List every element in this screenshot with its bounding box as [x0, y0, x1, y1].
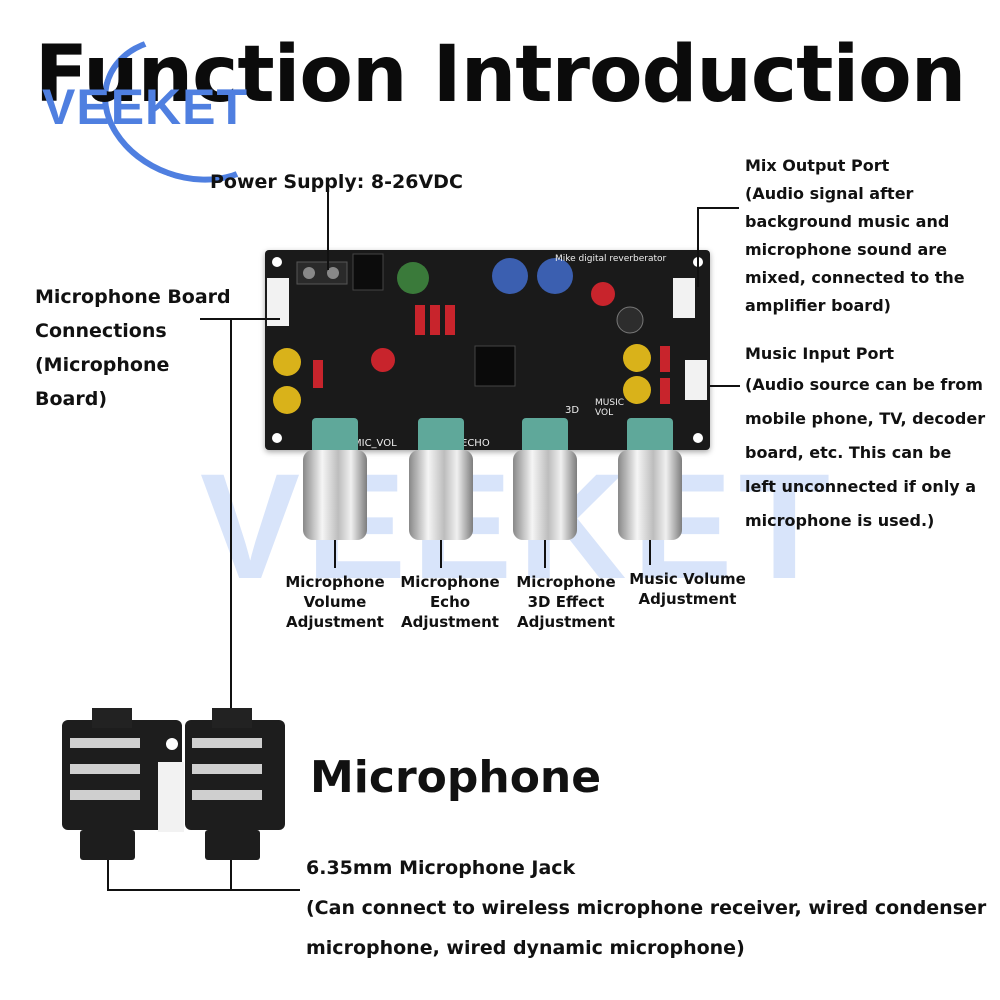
board-3d-text: 3D: [565, 405, 580, 416]
mic-board-line-1: Microphone Board: [35, 286, 231, 308]
jack-line-left: [107, 860, 109, 890]
knob-line-4: [649, 540, 651, 565]
mix-output-line-5: mixed, connected to the: [745, 268, 965, 287]
knob-label-mic-echo: Microphone Echo Adjustment: [390, 572, 510, 632]
knob-line-2: [440, 540, 442, 568]
music-input-line-1: Music Input Port: [745, 344, 895, 363]
knob-line-1: [334, 540, 336, 568]
mix-output-line-h: [697, 207, 739, 209]
brand-logo: VEEKET: [42, 79, 249, 135]
power-connector-line: [327, 192, 329, 270]
mic-jack-left-socket: [80, 830, 135, 860]
knob-label-4-line-1: Music Volume: [629, 570, 746, 588]
music-input-line-5: left unconnected if only a: [745, 477, 977, 496]
knob-label-2-line-3: Adjustment: [401, 613, 499, 631]
knob-cap-mic-3d: [522, 418, 568, 454]
knob-label-1-line-1: Microphone: [285, 573, 385, 591]
knob-label-1-line-3: Adjustment: [286, 613, 384, 631]
music-input-line-3: mobile phone, TV, decoder: [745, 409, 986, 428]
mic-3d-knob[interactable]: [513, 450, 577, 540]
mix-output-line-v: [697, 207, 699, 287]
mix-output-line-1: Mix Output Port: [745, 156, 890, 175]
reverb-circuit-board: Mike digital reverberator MIC_VOL ECHO 3…: [265, 250, 710, 450]
mic-jack-right-socket: [205, 830, 260, 860]
knob-label-3-line-3: Adjustment: [517, 613, 615, 631]
knob-label-2-line-1: Microphone: [400, 573, 500, 591]
mic-board-line-2: Connections: [35, 320, 167, 342]
music-input-line-2: (Audio source can be from: [745, 375, 983, 394]
mix-output-line-2: (Audio signal after: [745, 184, 914, 203]
knob-cap-mic-volume: [312, 418, 358, 454]
knob-label-mic-3d: Microphone 3D Effect Adjustment: [506, 572, 626, 632]
board-echo-text: ECHO: [461, 438, 490, 449]
knob-label-1-line-2: Volume: [303, 593, 367, 611]
mic-volume-knob[interactable]: [303, 450, 367, 540]
board-components: [267, 253, 707, 443]
jack-desc-line-2: microphone, wired dynamic microphone): [306, 937, 745, 959]
mix-output-line-6: amplifier board): [745, 296, 891, 315]
music-input-line-h: [710, 385, 740, 387]
knob-label-3-line-1: Microphone: [516, 573, 616, 591]
mic-board-line-4: Board): [35, 388, 108, 410]
jack-title: 6.35mm Microphone Jack: [306, 857, 576, 879]
mic-board-line-v: [230, 318, 232, 708]
mic-board-line-3: (Microphone: [35, 354, 170, 376]
knob-label-mic-volume: Microphone Volume Adjustment: [275, 572, 395, 632]
knob-label-2-line-2: Echo: [429, 593, 471, 611]
music-input-label: Music Input Port (Audio source can be fr…: [745, 340, 985, 538]
board-music-vol-text: MUSIC VOL: [595, 398, 625, 418]
knob-line-3: [544, 540, 546, 568]
knob-label-music-volume: Music Volume Adjustment: [620, 569, 755, 609]
knob-cap-mic-echo: [418, 418, 464, 454]
knob-cap-music-volume: [627, 418, 673, 454]
power-supply-label: Power Supply: 8-26VDC: [210, 171, 463, 193]
mic-board-line-h: [200, 318, 280, 320]
jack-desc-line-1: (Can connect to wireless microphone rece…: [306, 897, 987, 919]
page-title: Function Introduction: [34, 30, 967, 120]
mix-output-label: Mix Output Port (Audio signal after back…: [745, 152, 965, 320]
jack-details: [70, 708, 262, 832]
mix-output-line-3: background music and: [745, 212, 950, 231]
microphone-heading: Microphone: [310, 752, 602, 803]
knob-label-3-line-2: 3D Effect: [527, 593, 605, 611]
mix-output-line-4: microphone sound are: [745, 240, 948, 259]
board-mic-vol-text: MIC_VOL: [353, 438, 397, 449]
jack-line-right: [230, 860, 232, 890]
music-volume-knob[interactable]: [618, 450, 682, 540]
music-input-line-6: microphone is used.): [745, 511, 935, 530]
jack-line-h: [107, 889, 300, 891]
knob-label-4-line-2: Adjustment: [638, 590, 737, 608]
music-input-line-4: board, etc. This can be: [745, 443, 952, 462]
board-model-text: Mike digital reverberator: [555, 254, 667, 264]
mic-echo-knob[interactable]: [409, 450, 473, 540]
mic-board-label: Microphone Board Connections (Microphone…: [35, 280, 231, 416]
